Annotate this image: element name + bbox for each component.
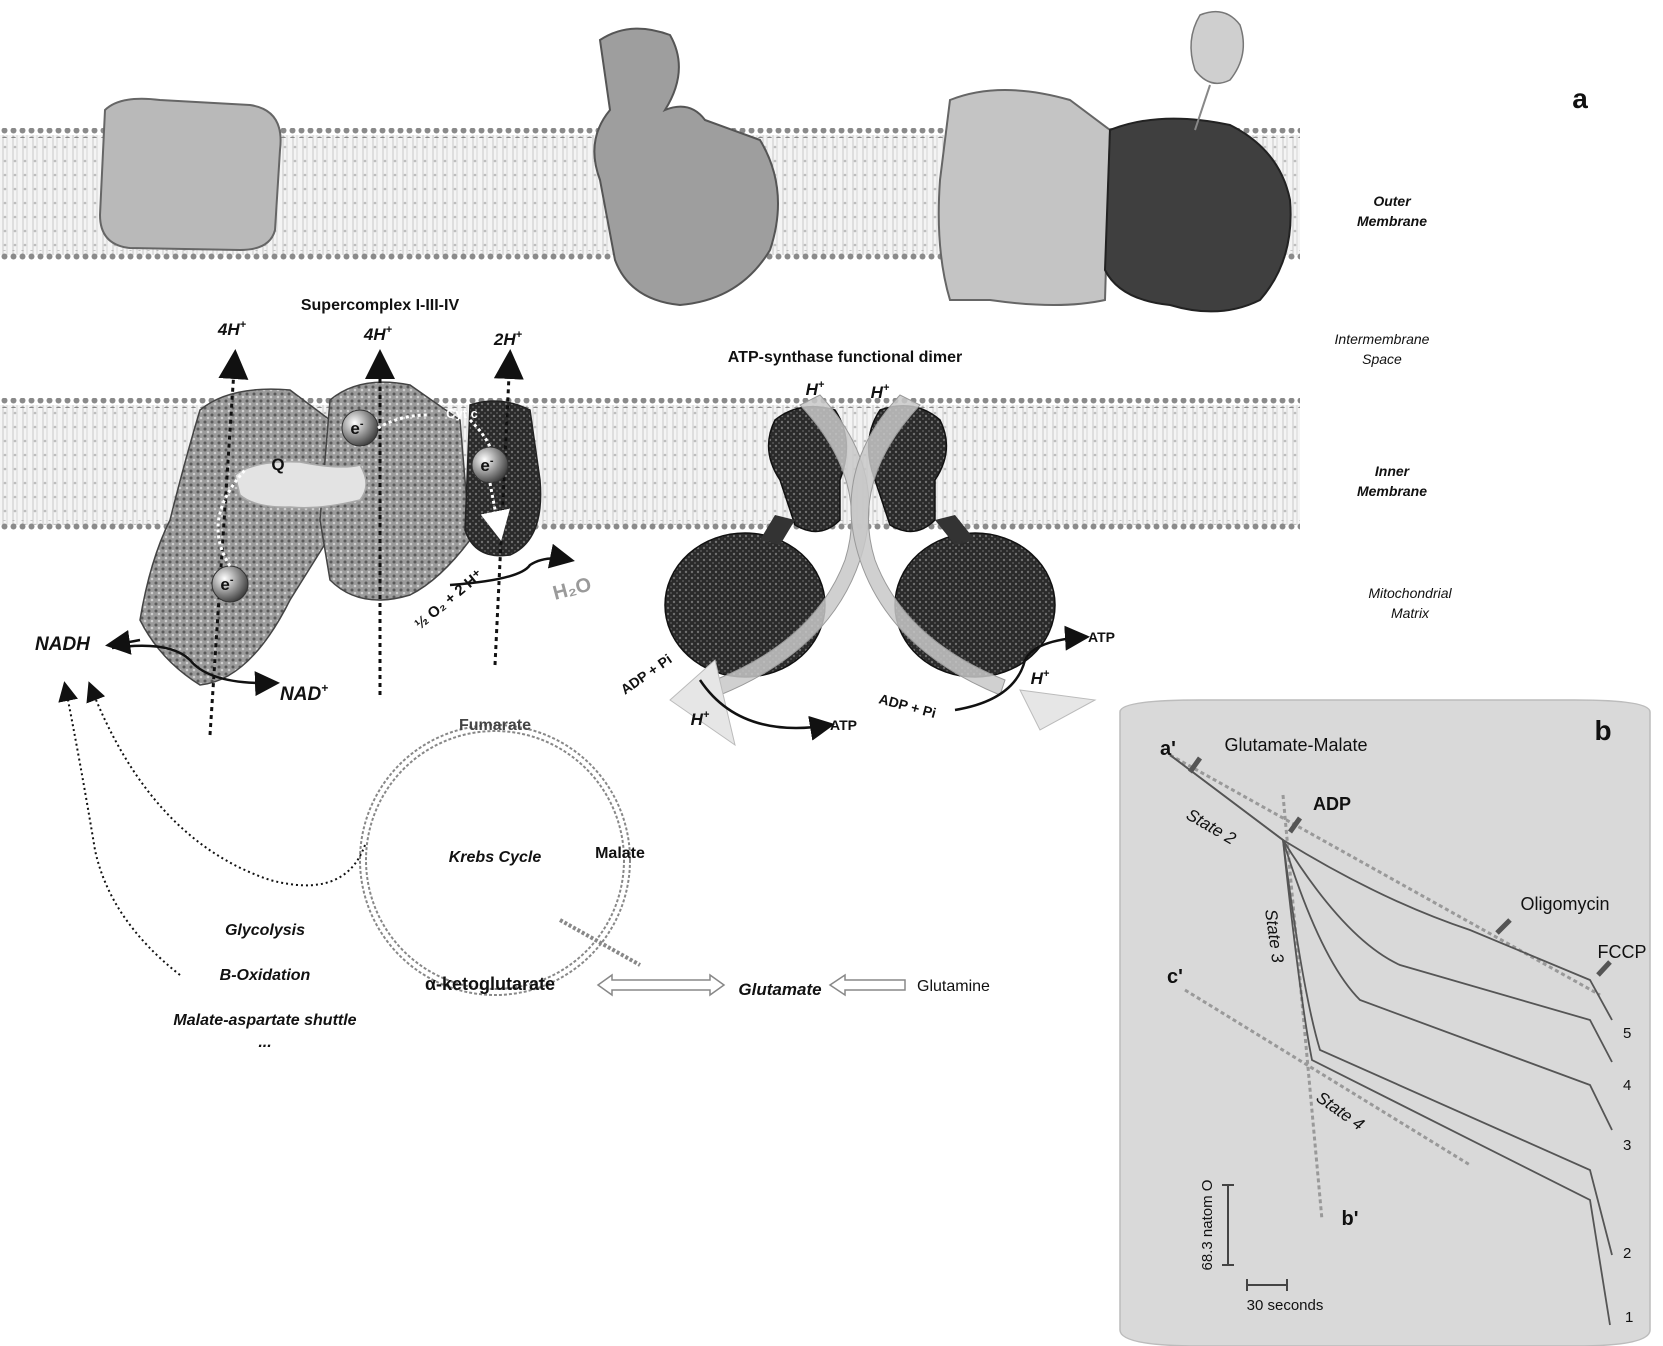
electron-path bbox=[216, 413, 500, 567]
trace-number-5: 5 bbox=[1623, 1025, 1631, 1042]
electron-1-label: e- bbox=[350, 418, 363, 438]
atp-h-plus-4: H+ bbox=[1031, 668, 1050, 688]
glutamate-malate-label: Glutamate-Malate bbox=[1224, 735, 1367, 755]
matrix-label-1: Mitochondrial bbox=[1368, 585, 1452, 601]
krebs-cycle-label: Krebs Cycle bbox=[449, 849, 542, 866]
oligomycin-marker bbox=[1495, 918, 1512, 935]
glutamate-label: Glutamate bbox=[738, 980, 821, 999]
b-prime-label: b' bbox=[1342, 1208, 1359, 1230]
fumarate-label: Fumarate bbox=[459, 717, 531, 734]
intermembrane-label-2: Space bbox=[1362, 351, 1402, 367]
outer-membrane-label-1: Outer bbox=[1373, 193, 1412, 209]
trace-3 bbox=[1282, 839, 1613, 1131]
quinone-label: Q bbox=[271, 455, 284, 474]
krebs-to-nadh-arrow bbox=[86, 681, 366, 887]
a-prime-label: a' bbox=[1160, 738, 1176, 760]
akg-glutamate-double-arrow bbox=[596, 973, 726, 997]
water-label: H₂O bbox=[551, 574, 594, 605]
adp-marker bbox=[1287, 816, 1303, 834]
proton-label-1: 4H+ bbox=[217, 319, 247, 339]
outer-membrane-protein-1 bbox=[98, 97, 282, 252]
panel-b-label: b bbox=[1594, 715, 1611, 746]
electron-3-label: e- bbox=[220, 574, 233, 594]
supercomplex-title: Supercomplex I-III-IV bbox=[301, 297, 460, 314]
matrix-label-2: Matrix bbox=[1391, 605, 1430, 621]
scale-horizontal-label: 30 seconds bbox=[1247, 1297, 1324, 1314]
proton-triangle-right bbox=[1019, 689, 1097, 731]
outer-membrane-protein-3 bbox=[937, 89, 1112, 306]
atp-synthesis-arrow-right bbox=[954, 625, 1090, 712]
intermembrane-label-1: Intermembrane bbox=[1335, 331, 1430, 347]
panel-a: a Outer Membrane Intermembrane Space Inn… bbox=[0, 10, 1588, 1051]
outer-membrane-protein-4 bbox=[1103, 117, 1292, 313]
ellipsis-label: ... bbox=[258, 1034, 271, 1051]
atp-synthesis-arrow-left bbox=[698, 679, 835, 741]
cyt-c-label: Cyt c bbox=[446, 406, 478, 421]
malate-exit-line bbox=[559, 918, 641, 967]
outer-membrane-protein-2 bbox=[593, 27, 779, 307]
atp-synthase-left-stalk bbox=[760, 515, 795, 545]
malate-aspartate-label: Malate-aspartate shuttle bbox=[173, 1012, 356, 1029]
trace-number-2: 2 bbox=[1623, 1245, 1631, 1262]
malate-label: Malate bbox=[595, 845, 645, 862]
adp-label: ADP bbox=[1313, 794, 1351, 814]
b-oxidation-label: B-Oxidation bbox=[220, 967, 311, 984]
atp-synthase-title: ATP-synthase functional dimer bbox=[728, 349, 962, 366]
krebs-cycle-circle-outer bbox=[359, 724, 631, 996]
atp-right-label: ATP bbox=[1088, 629, 1115, 645]
proton-label-3: 2H+ bbox=[493, 329, 523, 349]
nadh-label: NADH bbox=[35, 634, 91, 655]
trace-number-3: 3 bbox=[1623, 1137, 1631, 1154]
fccp-marker bbox=[1596, 960, 1612, 977]
scale-bar-horizontal bbox=[1246, 1279, 1288, 1291]
inner-membrane-label-2: Membrane bbox=[1357, 483, 1427, 499]
atp-h-plus-2: H+ bbox=[871, 382, 890, 402]
electron-2-label: e- bbox=[480, 455, 493, 475]
reference-line-a-prime bbox=[1169, 753, 1601, 997]
atp-synthase-left-f1 bbox=[664, 532, 826, 678]
trace-5 bbox=[1282, 839, 1613, 1021]
c-prime-label: c' bbox=[1167, 966, 1183, 988]
atp-h-plus-3: H+ bbox=[691, 709, 710, 729]
atp-synthase-right-stalk bbox=[935, 515, 975, 545]
outer-membrane-label-2: Membrane bbox=[1357, 213, 1427, 229]
oxygen-arrow bbox=[449, 543, 575, 587]
glutamine-label: Glutamine bbox=[917, 978, 990, 995]
alpha-ketoglutarate-label: α-ketoglutarate bbox=[425, 974, 555, 994]
scale-vertical-label: 68.3 natom O bbox=[1199, 1180, 1216, 1271]
nad-plus-label: NAD+ bbox=[280, 681, 328, 705]
glutamate-malate-marker bbox=[1187, 756, 1203, 774]
glycolysis-label: Glycolysis bbox=[225, 922, 305, 939]
trace-number-1: 1 bbox=[1625, 1309, 1633, 1326]
oligomycin-label: Oligomycin bbox=[1520, 894, 1609, 914]
scale-bar-vertical bbox=[1222, 1184, 1234, 1266]
fccp-label: FCCP bbox=[1598, 942, 1647, 962]
nadh-oxidation-arrow bbox=[111, 644, 280, 697]
panel-b-background bbox=[1119, 699, 1651, 1346]
proton-flow-right bbox=[850, 394, 1006, 696]
atp-left-label: ATP bbox=[830, 717, 857, 733]
panel-a-label: a bbox=[1572, 83, 1588, 114]
outer-membrane-protein-5 bbox=[1190, 10, 1245, 85]
inner-membrane-label-1: Inner bbox=[1375, 463, 1411, 479]
quinone-pool bbox=[234, 461, 367, 509]
trace-4 bbox=[1282, 839, 1613, 1063]
adp-pi-right-label: ADP + Pi bbox=[877, 690, 938, 721]
glutamine-glutamate-arrow bbox=[828, 973, 906, 997]
panel-b: b a' Glutamate-Malate ADP Oligomycin FCC… bbox=[1119, 699, 1651, 1346]
sources-to-nadh-arrow bbox=[58, 681, 181, 976]
atp-synthase-right-f1 bbox=[894, 532, 1056, 678]
proton-triangle-left bbox=[669, 659, 736, 747]
proton-label-2: 4H+ bbox=[363, 324, 393, 344]
trace-2 bbox=[1169, 754, 1613, 1256]
krebs-cycle-circle-inner bbox=[365, 730, 625, 990]
adp-pi-left-label: ADP + Pi bbox=[618, 651, 675, 698]
atp-h-plus-1: H+ bbox=[806, 379, 825, 399]
trace-number-4: 4 bbox=[1623, 1077, 1631, 1094]
nadh-return-arrow bbox=[105, 629, 141, 655]
